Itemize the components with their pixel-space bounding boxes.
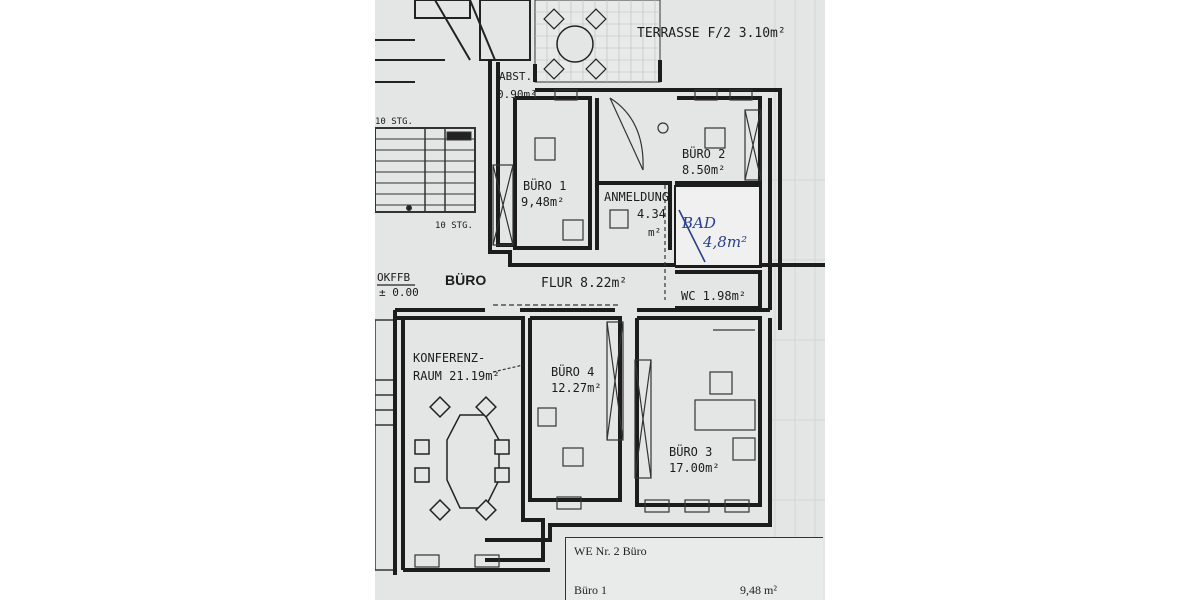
floor-plan-photo: TERRASSE F/2 3.10m² ABST. 0.90m² 10 STG.…: [375, 0, 825, 600]
anmeldung-name: ANMELDUNG: [604, 190, 669, 204]
conference-table: [414, 396, 510, 521]
anmeldung-unit: m²: [648, 226, 661, 239]
buero3-area: 17.00m²: [669, 461, 720, 475]
buero-heading: BÜRO: [445, 272, 486, 288]
legend-table: WE Nr. 2 Büro Büro 1 9,48 m²: [565, 537, 823, 600]
floor-plan-drawing: TERRASSE F/2 3.10m² ABST. 0.90m² 10 STG.…: [375, 0, 825, 600]
konferenz-line2: RAUM 21.19m²: [413, 369, 500, 383]
legend-row-name: Büro 1: [574, 583, 607, 597]
abst-name: ABST.: [499, 70, 532, 83]
anmeldung-area: 4.34: [637, 207, 666, 221]
buero2-area: 8.50m²: [682, 163, 725, 177]
stairs-top-label: 10 STG.: [375, 117, 413, 127]
walls: [393, 60, 825, 575]
level-value: ± 0.00: [379, 286, 419, 299]
level-label: OKFFB: [377, 271, 410, 284]
wc-label: WC 1.98m²: [681, 289, 746, 303]
buero4-area: 12.27m²: [551, 381, 602, 395]
buero4-name: BÜRO 4: [551, 363, 594, 379]
terrace-area: [534, 0, 661, 83]
legend-title: WE Nr. 2 Büro: [574, 544, 647, 558]
buero1-name: BÜRO 1: [523, 177, 566, 193]
bad-name: BAD: [681, 214, 716, 232]
background-grid: [770, 0, 825, 600]
buero2-name: BÜRO 2: [682, 145, 725, 161]
top-left-shaft: [375, 0, 531, 83]
abst-area: 0.90m²: [497, 88, 537, 101]
bad-annotation-box: [674, 185, 761, 267]
left-stair-lower: [375, 319, 396, 571]
bad-area: 4,8m²: [702, 233, 747, 251]
terrasse-label: TERRASSE F/2 3.10m²: [637, 26, 786, 41]
stairs-bottom-label: 10 STG.: [435, 221, 473, 231]
buero3-name: BÜRO 3: [669, 443, 712, 459]
konferenz-line1: KONFERENZ-: [413, 351, 485, 365]
flur-label: FLUR 8.22m²: [541, 276, 627, 291]
legend-row-area: 9,48 m²: [740, 583, 777, 597]
buero1-area: 9,48m²: [521, 195, 564, 209]
stairs: [375, 127, 476, 213]
interior-details: [414, 89, 762, 568]
